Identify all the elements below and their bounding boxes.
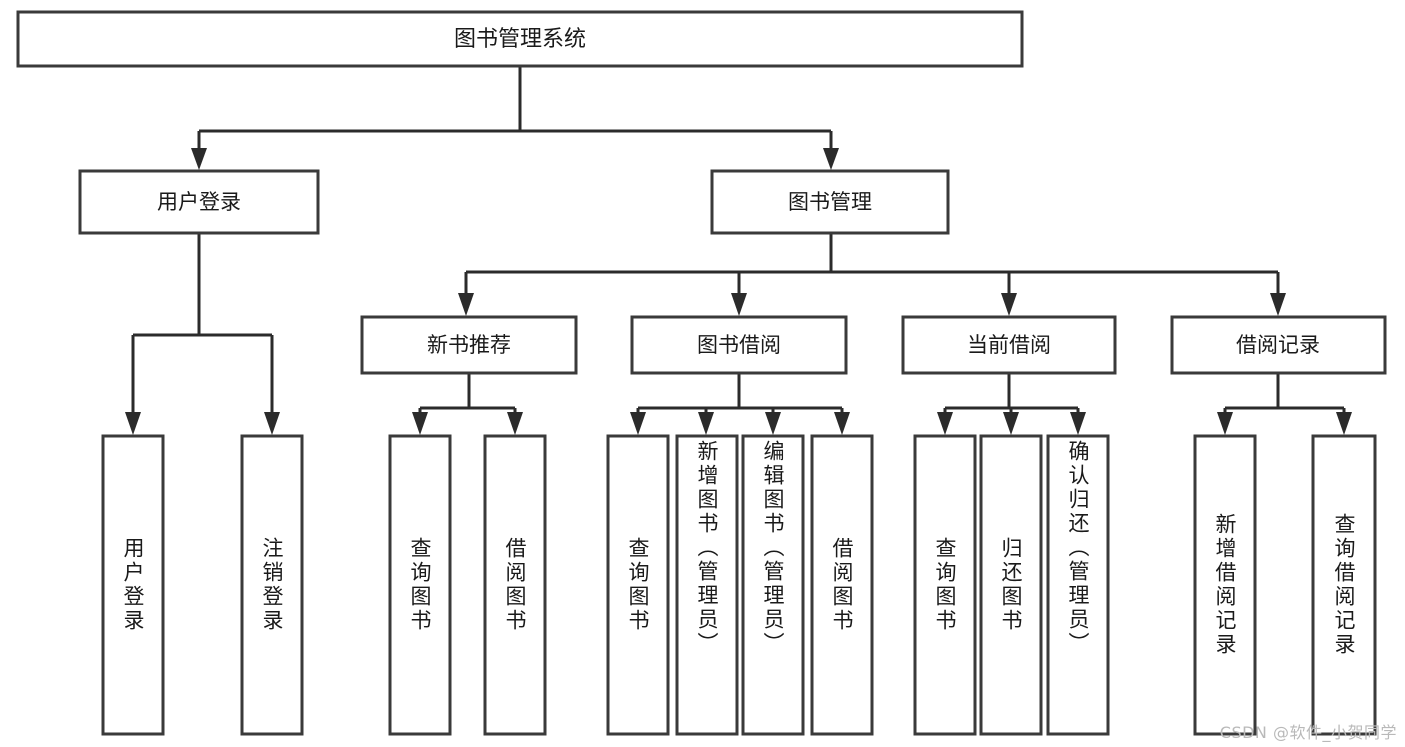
arrowhead-new-book — [458, 293, 474, 316]
node-book-borrow[interactable]: 图书借阅 — [630, 315, 848, 375]
node-book-management-label: 图书管理 — [788, 190, 872, 214]
leaf-box-nb-borrow-book[interactable] — [483, 434, 547, 736]
arrowhead-current-borrow — [1001, 293, 1017, 316]
arrowhead-br-add — [1217, 412, 1233, 435]
node-current-borrow[interactable]: 当前借阅 — [901, 315, 1117, 375]
node-book-management[interactable]: 图书管理 — [710, 169, 950, 235]
leaf-boxes — [101, 434, 1377, 736]
arrowhead-cb-confirm — [1070, 412, 1086, 435]
arrowhead-cb-query — [937, 412, 953, 435]
leaf-box-cb-confirm-return[interactable] — [1046, 434, 1110, 736]
connector-group-user-login — [125, 233, 280, 435]
connector-group-new-book — [412, 373, 523, 435]
node-book-borrow-box[interactable] — [630, 315, 848, 375]
node-borrow-record[interactable]: 借阅记录 — [1170, 315, 1387, 375]
node-new-book-recommend[interactable]: 新书推荐 — [360, 315, 578, 375]
leaf-box-bb-add-book[interactable] — [675, 434, 739, 736]
connector-group-book-mgmt — [458, 233, 1286, 316]
arrowhead-borrow-record — [1270, 293, 1286, 316]
arrowhead-borrow-book — [731, 293, 747, 316]
connector-group-root — [191, 66, 839, 170]
arrowhead-leaf-user-login — [125, 412, 141, 435]
leaf-box-cb-query-book[interactable] — [913, 434, 977, 736]
node-borrow-record-label: 借阅记录 — [1236, 333, 1320, 357]
node-user-login-box[interactable] — [78, 169, 320, 235]
node-root-label: 图书管理系统 — [454, 27, 586, 52]
leaf-box-user-login[interactable] — [101, 434, 165, 736]
arrowhead-leaf-logout — [264, 412, 280, 435]
leaf-box-nb-query-book[interactable] — [388, 434, 452, 736]
node-new-book-recommend-box[interactable] — [360, 315, 578, 375]
leaf-box-bb-borrow-book[interactable] — [810, 434, 874, 736]
arrowhead-bb-borrow — [834, 412, 850, 435]
leaf-box-bb-edit-book[interactable] — [741, 434, 805, 736]
connector-group-current-borrow — [937, 373, 1086, 435]
node-new-book-recommend-label: 新书推荐 — [427, 333, 511, 357]
node-user-login[interactable]: 用户登录 — [78, 169, 320, 235]
arrowhead-user-login — [191, 148, 207, 170]
leaf-box-bb-query-book[interactable] — [606, 434, 670, 736]
arrowhead-book-mgmt — [823, 148, 839, 170]
leaf-box-br-query-record[interactable] — [1311, 434, 1377, 736]
connector-group-borrow-record — [1217, 373, 1352, 435]
connector-group-borrow-book — [630, 373, 850, 435]
node-root[interactable]: 图书管理系统 — [16, 10, 1024, 68]
node-user-login-label: 用户登录 — [157, 190, 241, 214]
leaf-box-cb-return-book[interactable] — [979, 434, 1043, 736]
node-borrow-record-box[interactable] — [1170, 315, 1387, 375]
node-root-box[interactable] — [16, 10, 1024, 68]
node-book-borrow-label: 图书借阅 — [697, 333, 781, 357]
arrowhead-bb-add — [698, 412, 714, 435]
leaf-box-logout[interactable] — [240, 434, 304, 736]
leaf-box-br-add-record[interactable] — [1193, 434, 1257, 736]
csdn-watermark: CSDN @软件_小贺同学 — [1219, 723, 1397, 742]
arrowhead-cb-return — [1003, 412, 1019, 435]
arrowhead-bb-query — [630, 412, 646, 435]
arrowhead-br-query — [1336, 412, 1352, 435]
node-book-management-box[interactable] — [710, 169, 950, 235]
arrowhead-nb-borrow — [507, 412, 523, 435]
arrowhead-bb-edit — [765, 412, 781, 435]
node-current-borrow-box[interactable] — [901, 315, 1117, 375]
node-current-borrow-label: 当前借阅 — [967, 333, 1051, 357]
arrowhead-nb-query — [412, 412, 428, 435]
